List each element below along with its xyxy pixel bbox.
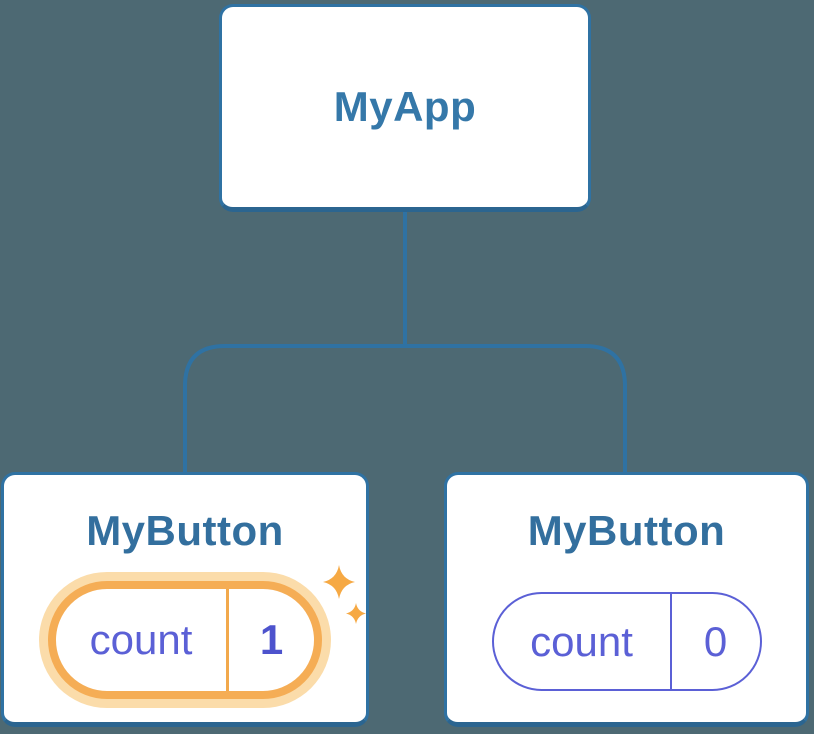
node-title: MyButton <box>527 507 726 554</box>
state-label: count <box>89 616 193 663</box>
sparkle-icon <box>323 565 366 624</box>
state-label: count <box>530 617 633 665</box>
state-pill: count 0 <box>491 592 762 691</box>
state-value: 1 <box>259 616 284 663</box>
pill-divider <box>226 589 229 691</box>
state-pill-highlighted: count 1 <box>48 581 322 699</box>
node-myapp: MyApp <box>219 4 591 212</box>
sparkle-small-icon <box>346 603 366 624</box>
node-title: MyButton <box>86 507 284 554</box>
connector-branch <box>183 344 627 473</box>
node-mybutton-2: MyButton count 0 <box>444 472 809 727</box>
pill-divider <box>669 594 672 689</box>
state-value: 0 <box>703 617 728 665</box>
node-mybutton-1: MyButton count 1 <box>1 472 369 727</box>
sparkle-large-icon <box>323 565 355 599</box>
node-title: MyApp <box>333 83 477 130</box>
